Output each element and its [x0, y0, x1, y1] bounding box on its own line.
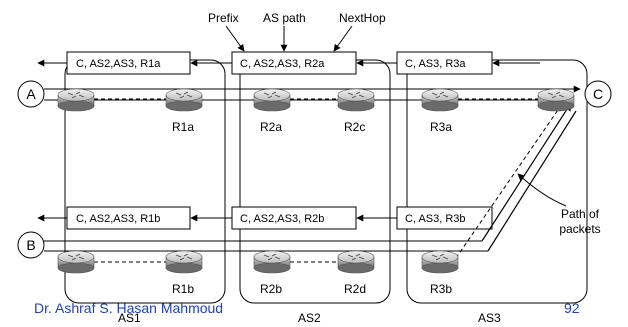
route-box-bottom-as3-text: C, AS3, R3b — [405, 213, 466, 225]
dashed-link-r3b-to-c — [455, 106, 561, 259]
router-as1-edge-bottom — [57, 250, 95, 274]
router-label-r2d: R2d — [344, 282, 366, 296]
router-label-r1b: R1b — [172, 282, 194, 296]
node-a-label: A — [26, 86, 36, 102]
route-box-top-as1-text: C, AS2,AS3, R1a — [76, 58, 161, 70]
as-label-as3: AS3 — [478, 311, 501, 325]
packet-path-bottom-diag-lower — [487, 110, 577, 252]
node-b — [17, 231, 45, 259]
router-r2d — [337, 250, 375, 274]
as-label-as2: AS2 — [298, 311, 321, 325]
annotation-path-of-packets-line2: packets — [559, 222, 600, 236]
footer-page-number: 92 — [564, 300, 580, 316]
packet-path-bottom-diag-upper — [481, 102, 572, 242]
router-r2c — [337, 88, 375, 112]
router-label-r2c: R2c — [344, 120, 365, 134]
annotation-path-of-packets-line1: Path of — [561, 207, 600, 221]
annotation-prefix: Prefix — [208, 11, 239, 25]
router-r1b — [165, 250, 203, 274]
router-r2a — [253, 88, 291, 112]
node-b-label: B — [26, 237, 35, 253]
router-label-r3a: R3a — [430, 120, 452, 134]
annotation-as-path: AS path — [263, 11, 306, 25]
route-box-bottom-as1-text: C, AS2,AS3, R1b — [76, 213, 160, 225]
route-box-bottom-as2-text: C, AS2,AS3, R2b — [240, 213, 324, 225]
router-label-r3b: R3b — [430, 282, 452, 296]
route-box-top-as3-text: C, AS3, R3a — [405, 58, 466, 70]
route-box-top-as2-text: C, AS2,AS3, R2a — [240, 58, 325, 70]
router-r3a — [421, 88, 459, 112]
node-a — [17, 80, 45, 108]
footer-author: Dr. Ashraf S. Hasan Mahmoud — [34, 300, 223, 316]
router-r2b — [253, 250, 291, 274]
router-label-r2a: R2a — [260, 120, 282, 134]
annotation-nexthop: NextHop — [339, 11, 386, 25]
annotation-nexthop-pointer — [333, 25, 353, 52]
router-as1-edge-top — [57, 88, 95, 112]
node-c-label: C — [593, 86, 603, 102]
annotation-path-of-packets-pointer — [517, 173, 567, 207]
as-label-as1: AS1 — [118, 311, 141, 325]
router-as3-edge-c — [537, 88, 575, 112]
router-label-r2b: R2b — [260, 282, 282, 296]
router-r1a — [165, 88, 203, 112]
router-r3b — [421, 250, 459, 274]
node-c — [584, 80, 612, 108]
annotation-prefix-pointer — [225, 25, 245, 52]
router-label-r1a: R1a — [172, 120, 194, 134]
